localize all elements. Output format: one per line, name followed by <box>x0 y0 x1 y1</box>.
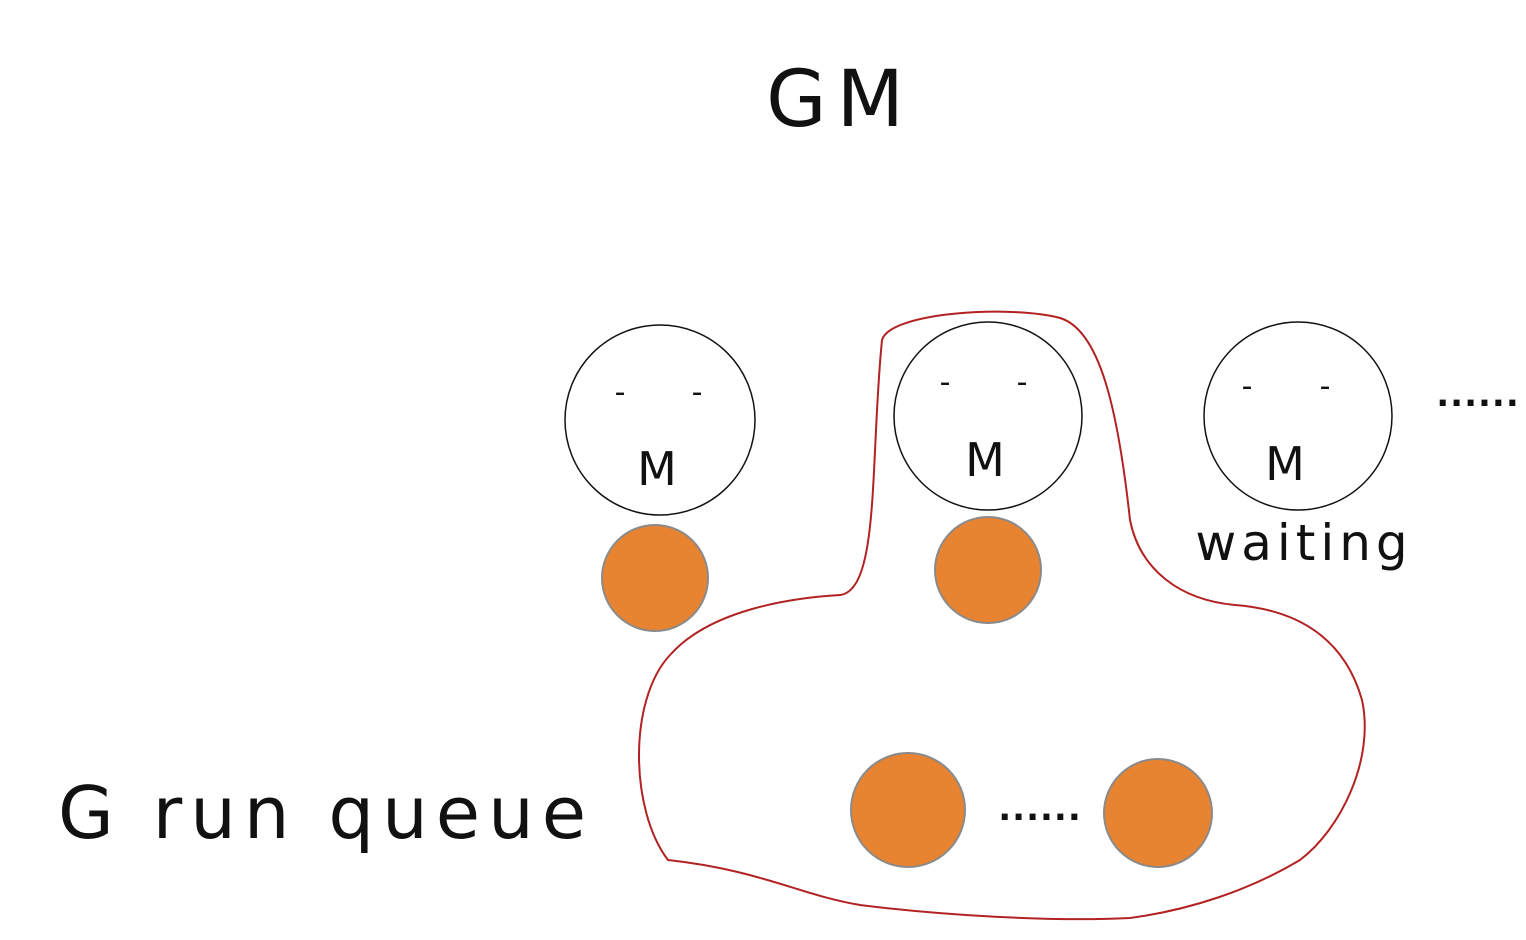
machine-2-goroutine <box>934 516 1042 624</box>
machine-1-circle <box>564 324 756 516</box>
machine-3-status: waiting <box>1195 514 1412 572</box>
queue-ellipsis: ...... <box>998 789 1082 829</box>
queue-goroutine-1 <box>850 752 966 868</box>
machine-1-label: M <box>637 442 677 496</box>
machine-2-label: M <box>965 433 1005 487</box>
machines-ellipsis: ...... <box>1436 375 1520 415</box>
machine-3-left-eye: - <box>1242 369 1253 404</box>
diagram-title: GM <box>766 55 914 145</box>
queue-goroutine-2 <box>1103 758 1213 868</box>
machine-3-label: M <box>1265 437 1305 491</box>
machine-1-goroutine <box>601 524 709 632</box>
machine-2: - - M <box>893 321 1083 511</box>
run-queue-label: G run queue <box>58 771 594 855</box>
lock-outline <box>638 310 1366 921</box>
machine-2-circle <box>893 321 1083 511</box>
machine-3: - - M <box>1203 321 1393 511</box>
machine-1: - - M <box>564 324 756 516</box>
machine-3-right-eye: - <box>1320 369 1331 404</box>
machine-2-left-eye: - <box>940 365 951 400</box>
machine-3-circle <box>1203 321 1393 511</box>
machine-2-right-eye: - <box>1017 365 1028 400</box>
machine-1-right-eye: - <box>692 375 703 410</box>
machine-1-left-eye: - <box>615 375 626 410</box>
